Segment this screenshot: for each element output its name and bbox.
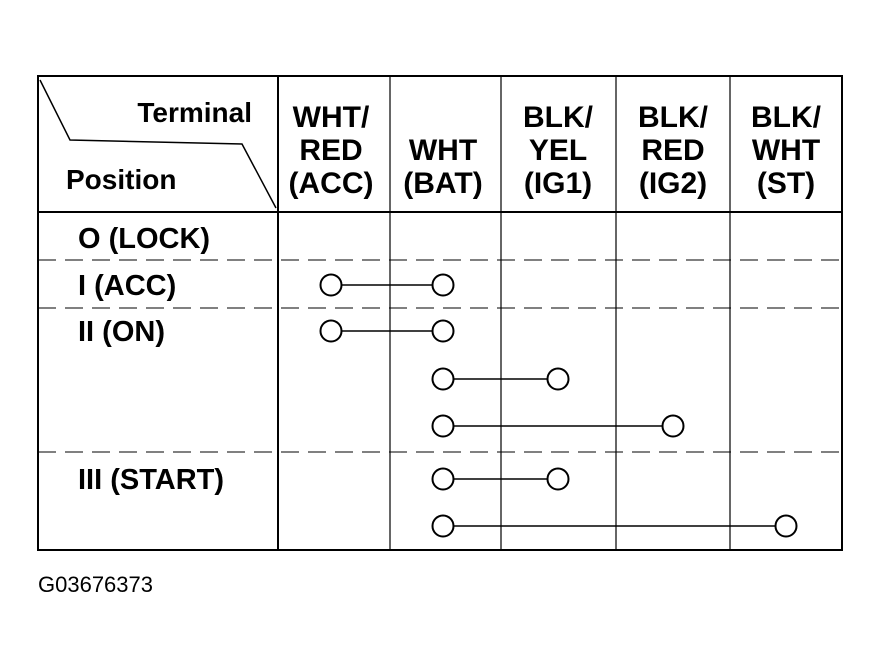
terminal-node (431, 273, 455, 297)
column-header-line: WHT/ (293, 101, 370, 134)
position-label-1: I (ACC) (78, 270, 176, 302)
corner-diagonal (39, 79, 277, 209)
position-label-0: O (LOCK) (78, 223, 210, 255)
position-labels: O (LOCK) I (ACC) II (ON) III (START) (78, 223, 224, 496)
terminal-connections (319, 273, 798, 538)
terminal-node (661, 414, 685, 438)
column-header-line: WHT (752, 134, 820, 167)
terminal-node (431, 514, 455, 538)
terminal-label: Terminal (137, 97, 252, 128)
figure-id: G03676373 (38, 572, 153, 597)
column-header-line: BLK/ (523, 101, 594, 134)
terminal-node (319, 319, 343, 343)
column-header-line: (BAT) (403, 167, 482, 200)
column-header-line: (ST) (757, 167, 815, 200)
column-header-line: YEL (529, 134, 587, 167)
column-header-line: RED (299, 134, 362, 167)
column-header-line: WHT (409, 134, 477, 167)
column-headers: WHT/RED(ACC)WHT(BAT)BLK/YEL(IG1)BLK/RED(… (289, 101, 822, 200)
position-label-3: III (START) (78, 464, 224, 496)
terminal-node (774, 514, 798, 538)
terminal-node (319, 273, 343, 297)
table-grid (37, 75, 843, 551)
table-border (37, 75, 843, 551)
terminal-node (546, 467, 570, 491)
position-label: Position (66, 164, 176, 195)
column-header-line: BLK/ (638, 101, 709, 134)
terminal-node (431, 467, 455, 491)
position-label-2: II (ON) (78, 316, 165, 348)
column-header-line: BLK/ (751, 101, 822, 134)
terminal-node (431, 367, 455, 391)
column-header-line: (IG2) (639, 167, 707, 200)
terminal-node (431, 414, 455, 438)
column-header-line: (ACC) (289, 167, 374, 200)
terminal-node (546, 367, 570, 391)
column-header-line: RED (641, 134, 704, 167)
terminal-node (431, 319, 455, 343)
column-header-line: (IG1) (524, 167, 592, 200)
corner-cell: Terminal Position (66, 97, 252, 195)
